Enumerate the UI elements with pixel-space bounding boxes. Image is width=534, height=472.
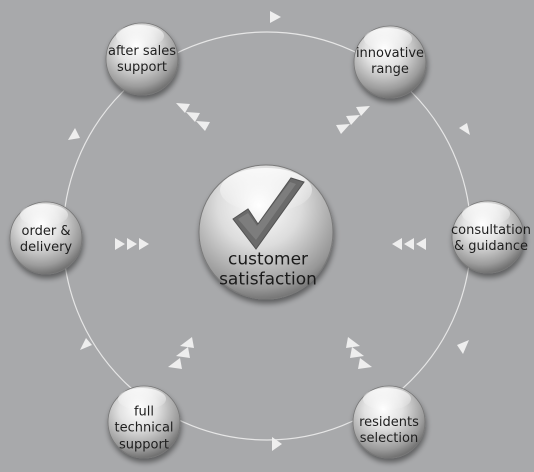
ring-arrow-icon bbox=[272, 437, 282, 451]
arrow-icon bbox=[196, 121, 210, 131]
ring-arrow-icon bbox=[457, 340, 469, 354]
arrow-icon bbox=[356, 106, 370, 116]
node-label-innovative-range[interactable]: innovative range bbox=[355, 45, 425, 77]
sphere-after-sales-support bbox=[105, 22, 179, 96]
node-label-full-technical-support[interactable]: full technical support bbox=[114, 404, 174, 453]
arrow-icon bbox=[139, 238, 149, 250]
node-label-consultation-guidance[interactable]: consultation & guidance bbox=[451, 222, 531, 254]
arrows-from-technical bbox=[168, 337, 194, 369]
ring-arrow-icon bbox=[270, 11, 281, 23]
node-label-order-delivery[interactable]: order & delivery bbox=[19, 223, 73, 255]
arrow-icon bbox=[404, 238, 414, 250]
arrow-icon bbox=[176, 347, 190, 358]
arrows-from-after-sales bbox=[176, 103, 210, 131]
arrows-from-innovative bbox=[336, 106, 370, 134]
checkmark-icon bbox=[232, 177, 305, 250]
arrow-icon bbox=[176, 103, 190, 113]
arrow-icon bbox=[180, 337, 194, 348]
arrow-icon bbox=[336, 124, 350, 134]
inner-arrows bbox=[115, 103, 426, 369]
center-label: customer satisfaction bbox=[219, 249, 317, 290]
ring-arrows bbox=[68, 11, 470, 451]
arrows-from-consultation bbox=[392, 238, 426, 250]
ring-arrow-icon bbox=[68, 128, 80, 140]
arrows-from-residents bbox=[346, 337, 372, 369]
ring-arrow-icon bbox=[80, 338, 92, 350]
arrow-icon bbox=[168, 358, 182, 369]
arrow-icon bbox=[350, 347, 364, 358]
arrow-icon bbox=[346, 115, 360, 125]
node-label-after-sales-support[interactable]: after sales support bbox=[107, 43, 177, 75]
arrow-icon bbox=[186, 112, 200, 122]
arrows-from-order bbox=[115, 238, 149, 250]
arrow-icon bbox=[392, 238, 402, 250]
arrow-icon bbox=[346, 337, 360, 348]
arrow-icon bbox=[416, 238, 426, 250]
ring-arrow-icon bbox=[459, 123, 470, 135]
sphere-innovative-range bbox=[353, 25, 427, 99]
sphere-consultation-guidance bbox=[451, 200, 525, 274]
sphere-full-technical-support bbox=[107, 385, 181, 459]
sphere-order-delivery bbox=[9, 201, 83, 275]
arrow-icon bbox=[127, 238, 137, 250]
node-label-residents-selection[interactable]: residents selection bbox=[359, 414, 419, 446]
sphere-residents-selection bbox=[352, 385, 426, 459]
arrow-icon bbox=[115, 238, 125, 250]
arrow-icon bbox=[358, 358, 372, 369]
